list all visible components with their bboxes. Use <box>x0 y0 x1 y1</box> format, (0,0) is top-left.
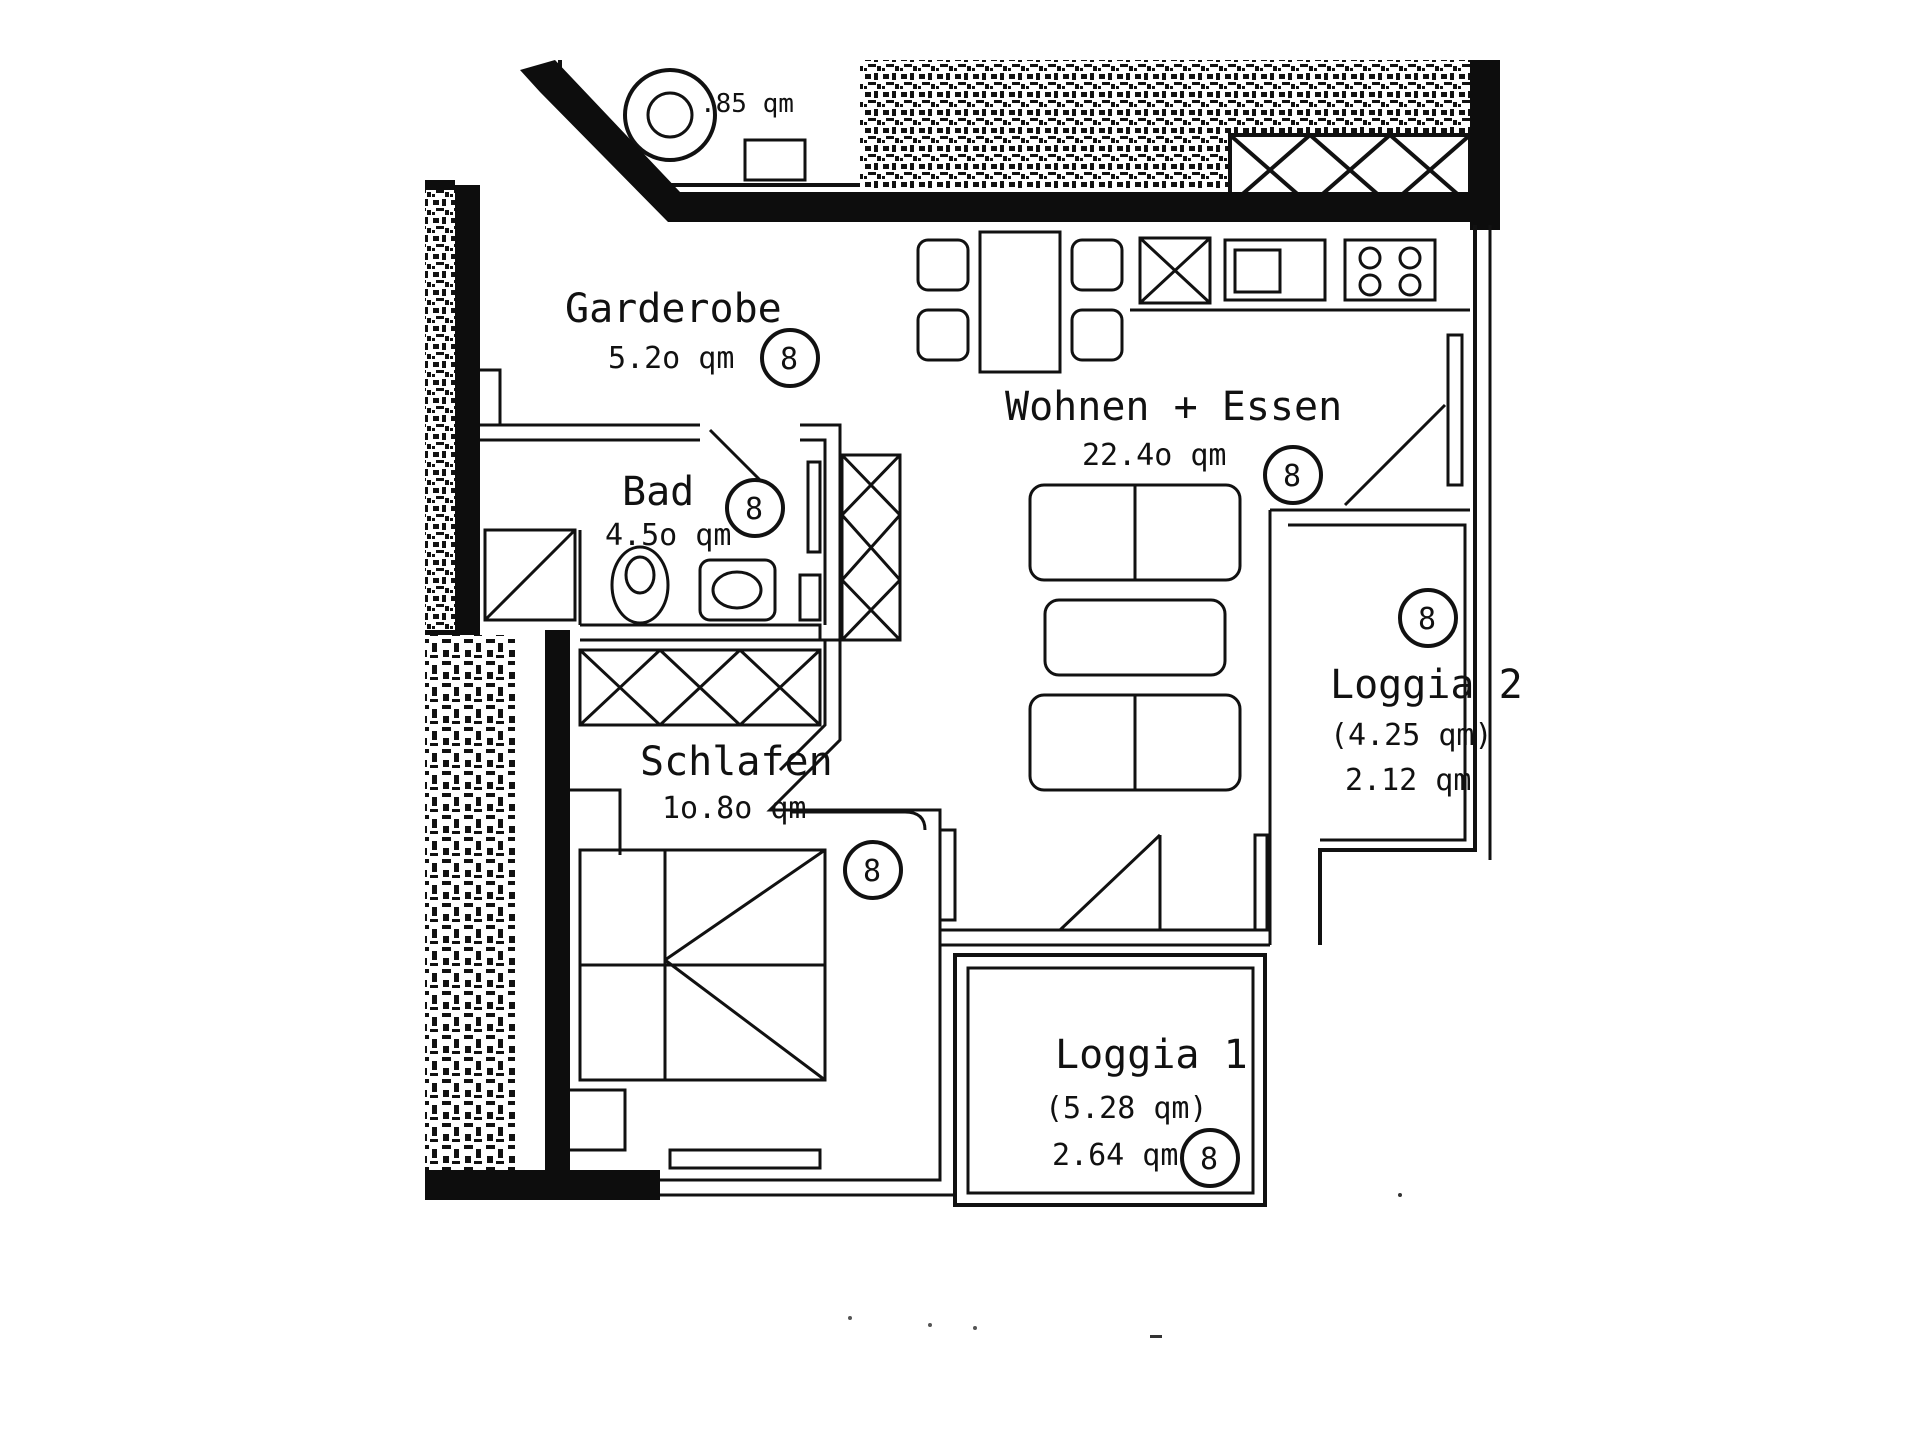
room-label-loggia1: Loggia 1 (5.28 qm) 2.64 qm 8 <box>1045 1032 1248 1188</box>
room-area: (4.25 qm) <box>1330 718 1493 753</box>
outer-walls <box>425 60 1500 1200</box>
bath-fixtures <box>610 460 822 625</box>
room-badge: 8 <box>745 492 763 527</box>
room-badge-circle <box>1263 445 1323 505</box>
room-name: Loggia 2 <box>1330 662 1523 708</box>
room-badge: 8 <box>780 342 798 377</box>
neighbor-fragment-text: .85 qm <box>700 89 794 119</box>
room-badge: 8 <box>863 854 881 889</box>
room-badge: 8 <box>1418 602 1436 637</box>
room-badge-circle <box>725 478 785 538</box>
interior-walls <box>480 225 1492 1207</box>
coffee-table-icon <box>1043 598 1227 677</box>
dining-set <box>916 230 1124 374</box>
room-badge-circle <box>1180 1128 1240 1188</box>
bed <box>578 848 827 1082</box>
room-badge-circle <box>760 328 820 388</box>
room-area: (5.28 qm) <box>1045 1091 1208 1126</box>
room-badge-circle <box>1398 588 1458 648</box>
scan-specks <box>848 1193 1402 1338</box>
dining-table-icon <box>978 230 1062 374</box>
room-name: Schlafen <box>640 739 833 785</box>
kitchen <box>1130 236 1470 312</box>
sink-icon <box>1223 238 1327 302</box>
room-area: 22.4o qm <box>1082 438 1227 473</box>
room-name: Bad <box>622 469 694 515</box>
living-furniture <box>1028 483 1242 792</box>
room-label-bad: Bad 4.5o qm 8 <box>605 469 785 553</box>
room-area: 1o.8o qm <box>662 791 807 826</box>
room-badge: 8 <box>1200 1142 1218 1177</box>
room-label-garderobe: Garderobe 5.2o qm 8 <box>565 286 820 388</box>
room-name: Wohnen + Essen <box>1005 384 1342 430</box>
room-name: Loggia 1 <box>1055 1032 1248 1078</box>
neighbor-area-top: .85 qm <box>558 60 1480 207</box>
washbasin-icon <box>698 558 777 622</box>
neighbor-fixture-icon <box>623 68 717 162</box>
room-area: 4.5o qm <box>605 518 731 553</box>
room-label-loggia2: 8 Loggia 2 (4.25 qm) 2.12 qm <box>1330 588 1523 798</box>
room-name: Garderobe <box>565 286 782 332</box>
room-badge-circle <box>843 840 903 900</box>
room-label-wohnen: Wohnen + Essen 22.4o qm 8 <box>1005 384 1342 505</box>
room-area: 5.2o qm <box>608 341 734 376</box>
room-area-secondary: 2.64 qm <box>1052 1138 1178 1173</box>
room-label-schlafen: Schlafen 1o.8o qm 8 <box>640 739 903 900</box>
room-area-secondary: 2.12 qm <box>1345 763 1471 798</box>
room-badge: 8 <box>1283 459 1301 494</box>
toilet-icon <box>610 545 670 625</box>
stove-icon <box>1343 238 1437 302</box>
